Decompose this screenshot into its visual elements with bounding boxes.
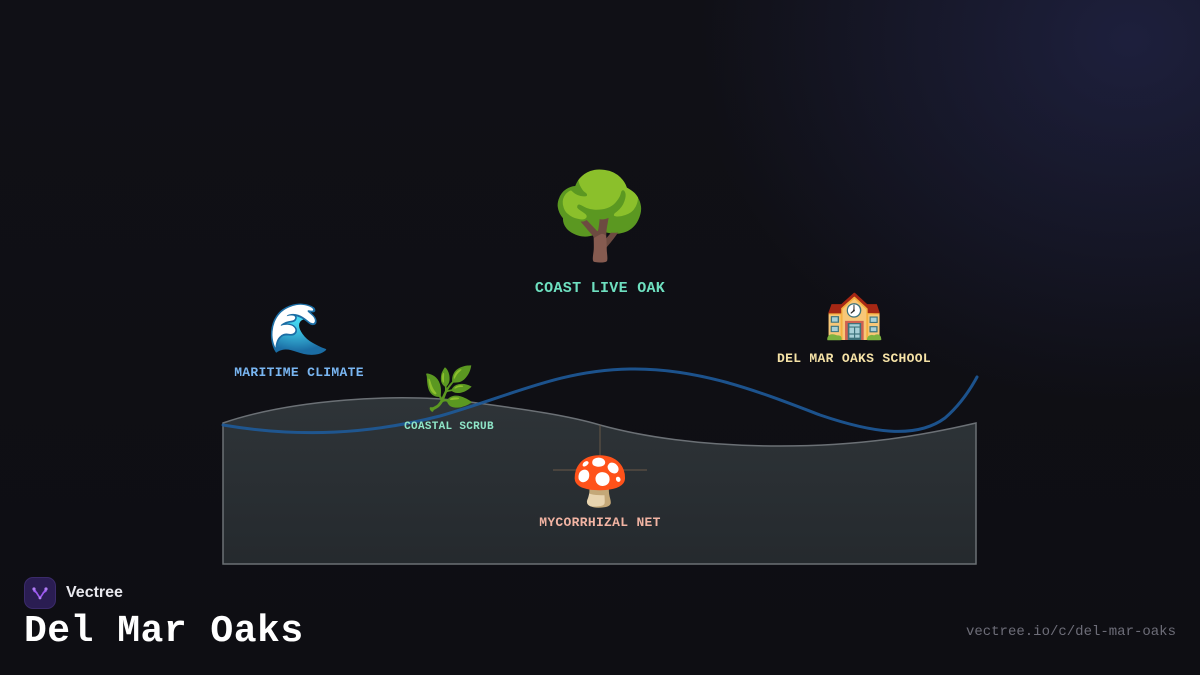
herb-icon: 🌿: [422, 364, 476, 413]
tree-branch-icon: [24, 577, 56, 609]
wave-icon: 🌊: [267, 300, 331, 358]
node-mycorrhizal-net[interactable]: 🍄 MYCORRHIZAL NET: [539, 458, 661, 530]
node-label: COAST LIVE OAK: [534, 280, 666, 297]
brand[interactable]: Vectree: [24, 577, 123, 609]
node-maritime-climate[interactable]: 🌊 MARITIME CLIMATE: [234, 304, 364, 380]
page-title: Del Mar Oaks: [24, 610, 304, 653]
school-icon: 🏫: [824, 286, 884, 342]
mushroom-icon: 🍄: [570, 454, 630, 510]
node-coastal-scrub[interactable]: 🌿 COASTAL SCRUB: [404, 364, 494, 434]
node-label: MARITIME CLIMATE: [234, 365, 364, 380]
node-coast-live-oak[interactable]: 🌳 COAST LIVE OAK: [535, 174, 665, 297]
node-del-mar-oaks-school[interactable]: 🏫 DEL MAR OAKS SCHOOL: [777, 290, 931, 366]
page-url[interactable]: vectree.io/c/del-mar-oaks: [965, 624, 1176, 640]
tree-icon: 🌳: [547, 167, 653, 265]
brand-name: Vectree: [66, 584, 123, 601]
climate-wave-line: [221, 367, 979, 435]
node-label: MYCORRHIZAL NET: [539, 515, 661, 530]
node-label: COASTAL SCRUB: [404, 421, 494, 433]
ground-terrain: [222, 397, 977, 565]
node-label: DEL MAR OAKS SCHOOL: [777, 351, 931, 366]
